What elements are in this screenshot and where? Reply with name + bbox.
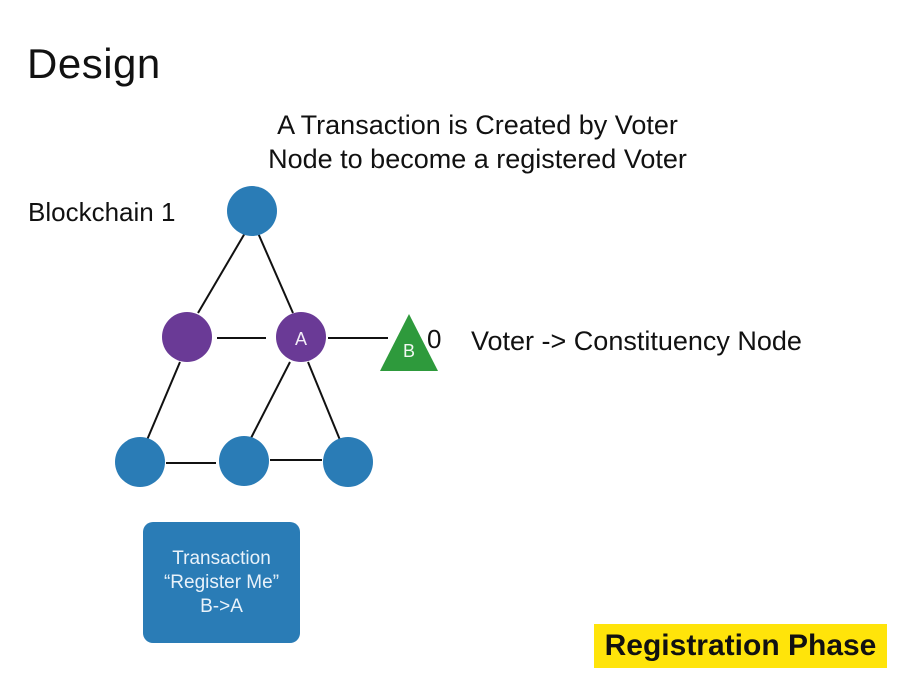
purple-node — [162, 312, 212, 362]
slide-subtitle: A Transaction is Created by Voter Node t… — [230, 108, 725, 176]
edge-purple-bottomleft — [146, 361, 181, 441]
blue-node-bottom-right — [323, 437, 373, 487]
blue-node-bottom-left — [115, 437, 165, 487]
blue-node-bottom-mid — [219, 436, 269, 486]
slide-title: Design — [27, 40, 161, 87]
edge-top-left — [197, 232, 246, 314]
network-edges — [146, 232, 388, 464]
blockchain-label: Blockchain 1 — [28, 197, 176, 227]
subtitle-line-1: A Transaction is Created by Voter — [277, 110, 678, 140]
legend-text: Voter -> Constituency Node — [471, 326, 802, 356]
edge-a-bottomright — [307, 361, 341, 441]
transaction-line-2: “Register Me” — [163, 571, 280, 593]
node-a-label: A — [295, 329, 307, 349]
transaction-line-3: B->A — [200, 595, 243, 617]
legend-zero: 0 — [427, 324, 442, 354]
transaction-box: Transaction “Register Me” B->A — [143, 522, 300, 643]
purple-node-a — [276, 312, 326, 362]
blue-node-top — [227, 186, 277, 236]
transaction-line-1: Transaction — [172, 547, 271, 569]
edge-a-bottommid — [249, 361, 291, 441]
node-b-label: B — [403, 341, 415, 361]
phase-badge: Registration Phase — [594, 624, 887, 668]
green-node-b — [380, 314, 438, 371]
subtitle-line-2: Node to become a registered Voter — [268, 144, 687, 174]
edge-top-a — [257, 232, 294, 314]
